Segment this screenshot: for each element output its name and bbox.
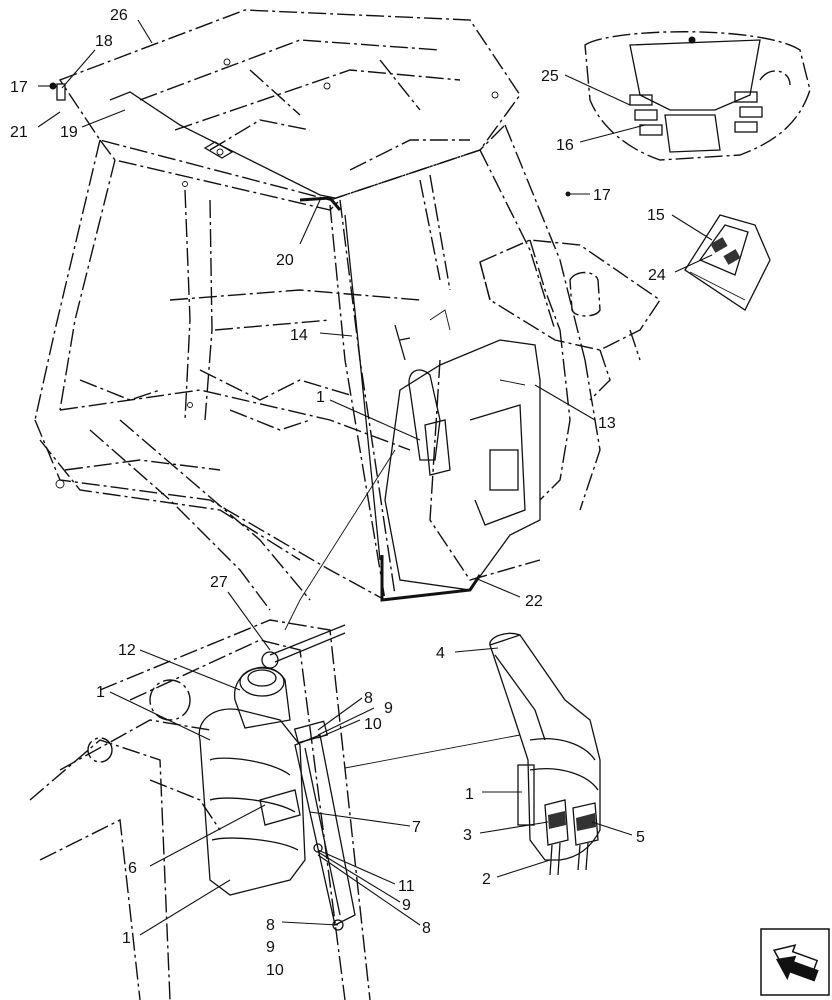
callout-15: 15	[647, 207, 665, 224]
instrument-cluster	[584, 31, 811, 161]
callout-27: 27	[210, 574, 228, 591]
callout-6: 6	[128, 860, 137, 877]
callout-5: 5	[636, 829, 645, 846]
callout-7: 7	[412, 819, 421, 836]
switch-panel	[684, 214, 771, 311]
callout-17-right: 17	[593, 187, 611, 204]
cab-frame	[34, 124, 601, 611]
callout-1-right: 1	[465, 786, 474, 803]
callout-1-detail: 1	[96, 684, 105, 701]
roof-harness	[299, 196, 342, 211]
callout-26: 26	[110, 7, 128, 24]
cab-roof	[58, 9, 521, 211]
callout-25: 25	[541, 68, 559, 85]
callout-8-bottom: 8	[266, 917, 275, 934]
callout-14: 14	[290, 327, 308, 344]
callout-8-top: 8	[364, 690, 373, 707]
callout-leaders	[37, 19, 713, 936]
callout-1-bottom: 1	[122, 930, 131, 947]
callout-8-mid: 8	[422, 920, 431, 937]
callout-21: 21	[10, 124, 28, 141]
callout-9-mid: 9	[402, 897, 411, 914]
callout-22: 22	[525, 593, 543, 610]
arrow-icon[interactable]	[760, 928, 830, 996]
reservoir-pump-detail	[489, 632, 601, 876]
callout-1-cab: 1	[316, 389, 325, 406]
detail-leader-right	[344, 734, 521, 769]
callout-9-top: 9	[384, 700, 393, 717]
callout-labels: 26 18 17 21 19 20 14 1 25 16 17 15 24 13…	[10, 7, 666, 979]
callout-24: 24	[648, 267, 666, 284]
callout-11: 11	[398, 878, 415, 895]
callout-10-top: 10	[364, 716, 382, 733]
side-console	[479, 239, 661, 401]
callout-3: 3	[463, 827, 472, 844]
reservoir-detail-view	[29, 619, 371, 1000]
callout-18: 18	[95, 33, 113, 50]
callout-16: 16	[556, 137, 574, 154]
pillar-harness	[344, 214, 381, 561]
callout-9-bottom: 9	[266, 939, 275, 956]
callout-13: 13	[598, 415, 616, 432]
washer-reservoir-installed	[380, 309, 541, 602]
callout-12: 12	[118, 642, 136, 659]
detail-leader	[284, 449, 396, 631]
callout-4: 4	[436, 645, 445, 662]
callout-10-bottom: 10	[266, 962, 284, 979]
callout-20: 20	[276, 252, 294, 269]
callout-19: 19	[60, 124, 78, 141]
callout-2: 2	[482, 871, 491, 888]
callout-17-top: 17	[10, 79, 28, 96]
